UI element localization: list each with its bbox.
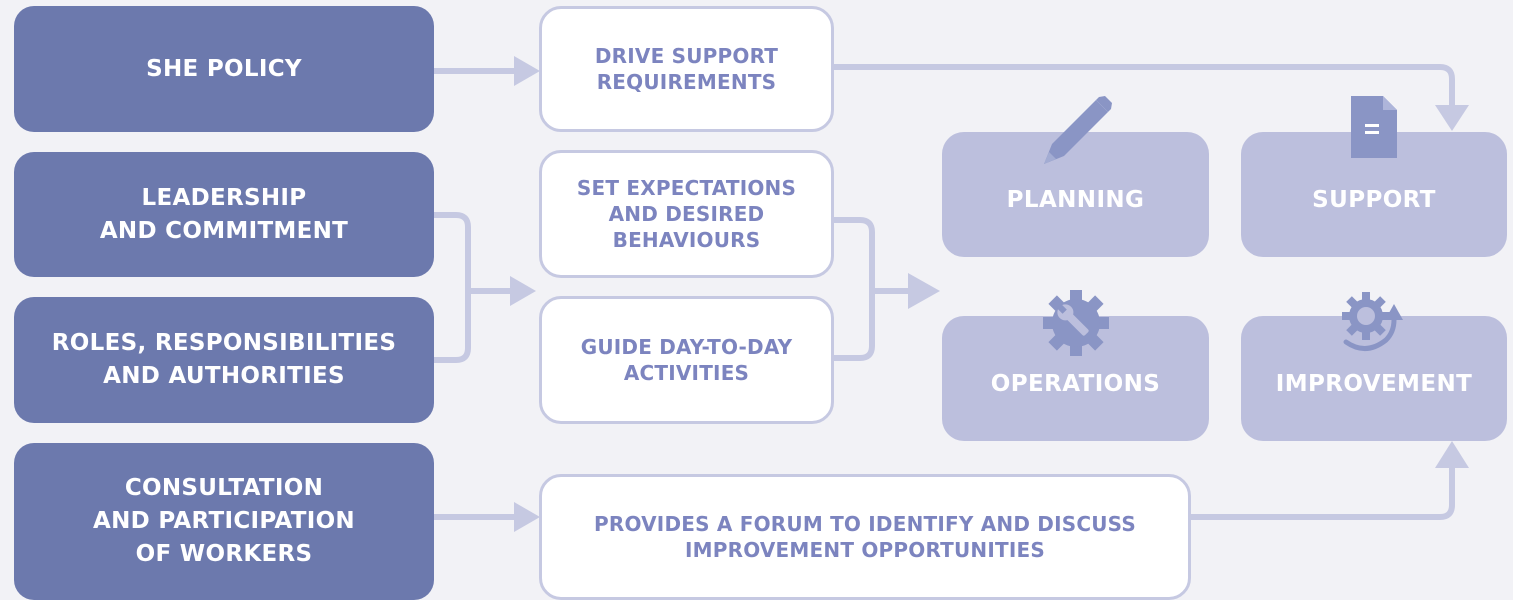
consultation-box: CONSULTATION AND PARTICIPATION OF WORKER… (14, 443, 434, 600)
arrowhead-outcomes (908, 273, 940, 309)
connector-forum-to-improvement (1188, 464, 1455, 520)
improvement-box: IMPROVEMENT (1241, 316, 1507, 441)
she-policy-box: SHE POLICY (14, 6, 434, 132)
leadership-box: LEADERSHIP AND COMMITMENT (14, 152, 434, 277)
roles-label: ROLES, RESPONSIBILITIES AND AUTHORITIES (51, 330, 397, 389)
guide-activities-label: GUIDE DAY-TO-DAY ACTIVITIES (580, 335, 793, 385)
planning-label: PLANNING (1006, 187, 1145, 213)
drive-support-box: DRIVE SUPPORT REQUIREMENTS (539, 6, 834, 132)
guide-activities-box: GUIDE DAY-TO-DAY ACTIVITIES (539, 296, 834, 424)
roles-box: ROLES, RESPONSIBILITIES AND AUTHORITIES (14, 297, 434, 423)
gear-wrench-icon (1043, 290, 1109, 356)
she-policy-label: SHE POLICY (146, 55, 302, 82)
pencil-icon (1044, 96, 1112, 164)
consultation-label: CONSULTATION AND PARTICIPATION OF WORKER… (93, 475, 355, 567)
operations-label: OPERATIONS (990, 371, 1161, 397)
arrowhead-improvement (1435, 441, 1469, 468)
improvement-label: IMPROVEMENT (1275, 371, 1473, 397)
planning-box: PLANNING (942, 132, 1209, 257)
document-icon (1351, 96, 1397, 158)
set-expectations-box: SET EXPECTATIONS AND DESIRED BEHAVIOURS (539, 150, 834, 278)
set-expectations-label: SET EXPECTATIONS AND DESIRED BEHAVIOURS (576, 176, 797, 252)
connector-drive-to-support (832, 64, 1455, 106)
gear-cycle-icon (1342, 292, 1403, 351)
arrowhead-support (1435, 105, 1469, 131)
connector-left-bracket (433, 212, 471, 363)
drive-support-label: DRIVE SUPPORT REQUIREMENTS (594, 44, 779, 94)
arrowhead-middle (510, 276, 536, 306)
forum-label: PROVIDES A FORUM TO IDENTIFY AND DISCUSS… (594, 512, 1136, 562)
forum-box: PROVIDES A FORUM TO IDENTIFY AND DISCUSS… (539, 474, 1191, 600)
leadership-label: LEADERSHIP AND COMMITMENT (99, 184, 349, 244)
arrowhead-drive (514, 56, 540, 86)
support-label: SUPPORT (1312, 187, 1436, 213)
arrowhead-forum (514, 502, 540, 532)
connector-middle-bracket (832, 217, 875, 361)
